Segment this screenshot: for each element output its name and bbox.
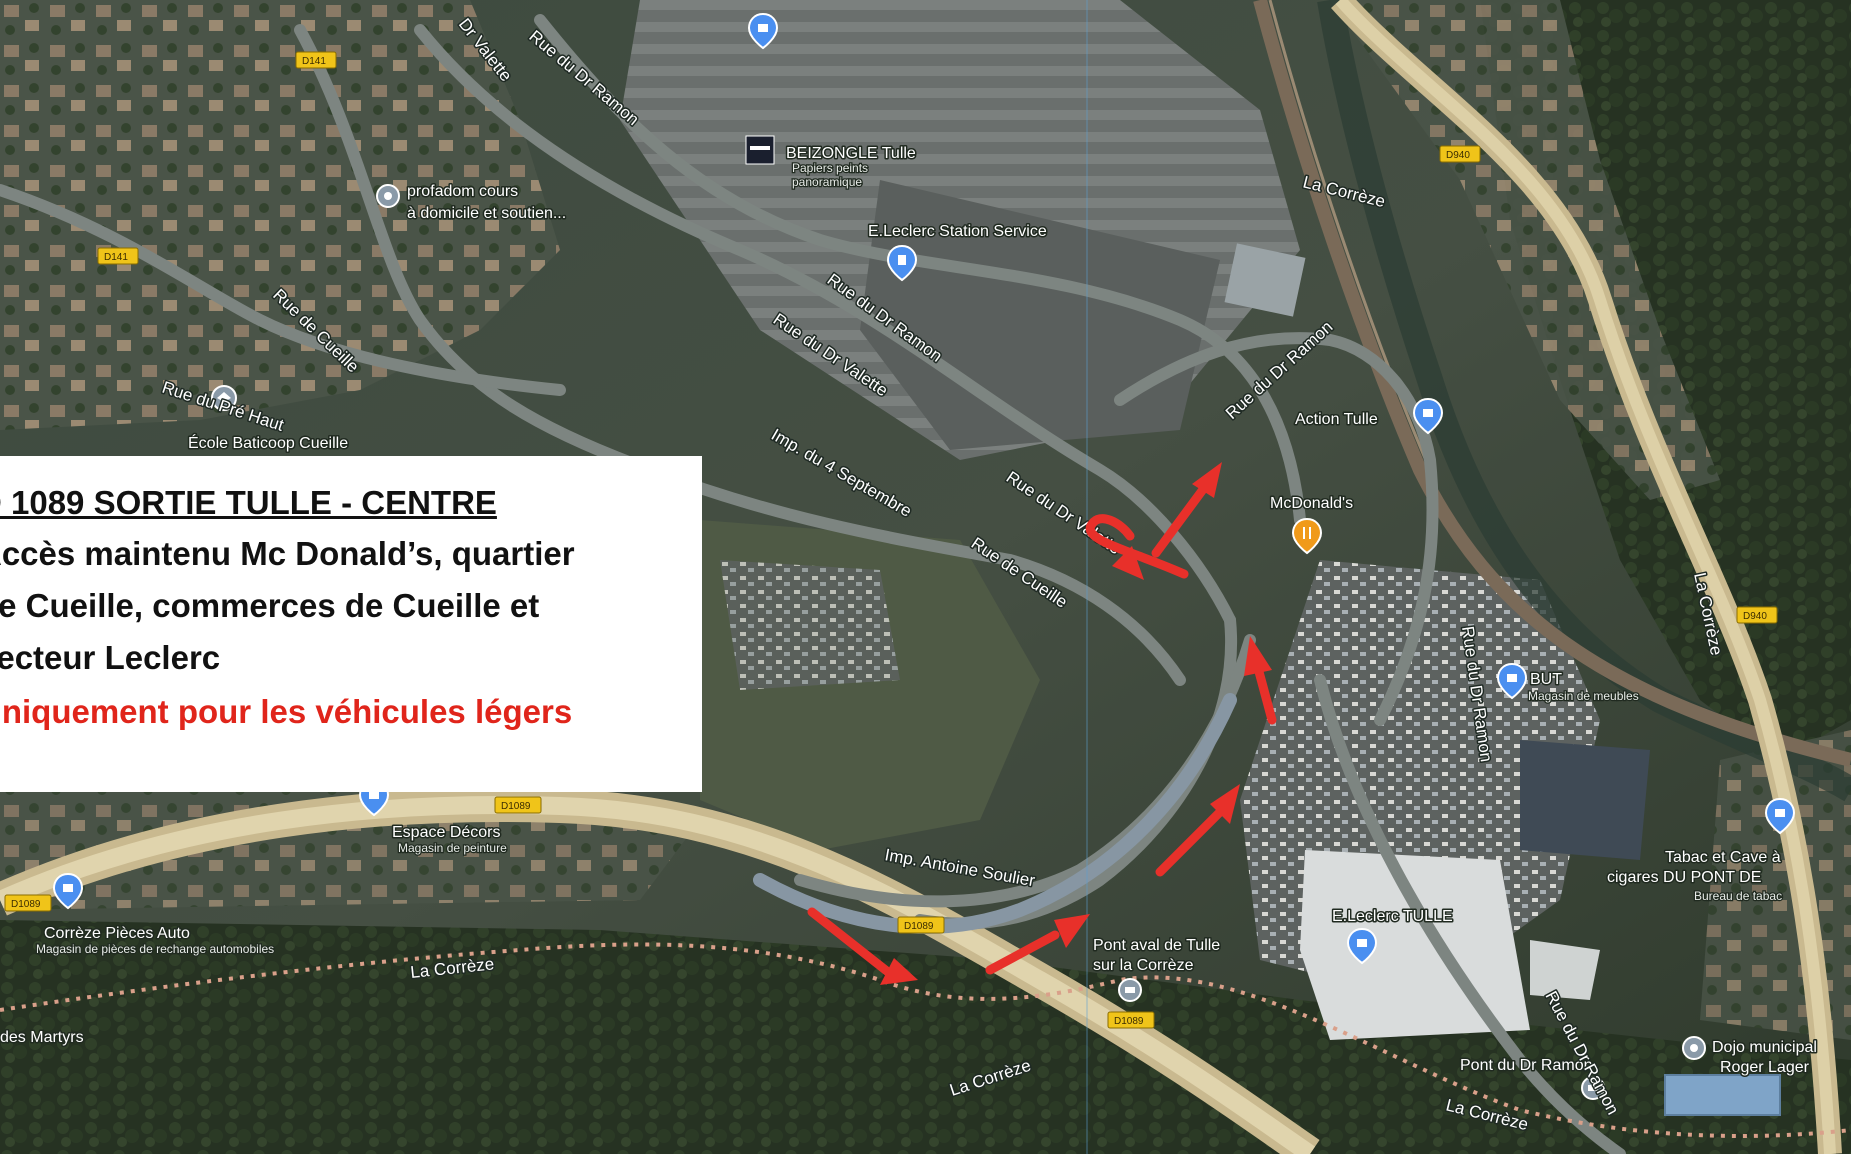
svg-text:Magasin de peinture: Magasin de peinture <box>398 841 507 855</box>
place-label: BEIZONGLE Tulle Papiers peints panoramiq… <box>0 144 1818 1078</box>
arrowhead <box>1244 636 1272 676</box>
road-badge-d940: D940 <box>1736 606 1778 624</box>
road-badge-d141: D141 <box>295 51 337 69</box>
svg-text:panoramique: panoramique <box>792 175 862 189</box>
shopping-pin-icon[interactable] <box>747 12 779 50</box>
svg-text:à domicile et soutien...: à domicile et soutien... <box>407 205 566 222</box>
svg-text:Corrèze Pièces Auto: Corrèze Pièces Auto <box>44 925 190 942</box>
info-caption: D 1089 SORTIE TULLE - CENTRE Accès maint… <box>0 456 702 792</box>
road-badge-d1089: D1089 <box>4 894 52 912</box>
svg-text:BEIZONGLE Tulle: BEIZONGLE Tulle <box>786 145 916 162</box>
svg-text:D1089: D1089 <box>904 921 934 932</box>
road-badge-d940: D940 <box>1439 145 1481 163</box>
caption-line: de Cueille, commerces de Cueille et <box>0 587 540 624</box>
svg-text:Papiers peints: Papiers peints <box>792 161 868 175</box>
route-arrow <box>807 907 893 977</box>
svg-text:Tabac et Cave à: Tabac et Cave à <box>1665 849 1781 866</box>
road-badge-d141: D141 <box>97 247 139 265</box>
svg-text:Pont du Dr Ramon: Pont du Dr Ramon <box>1460 1057 1593 1074</box>
caption-title: D 1089 SORTIE TULLE - CENTRE <box>0 484 497 521</box>
svg-text:Magasin de meubles: Magasin de meubles <box>1528 689 1639 703</box>
road-badge-d1089: D1089 <box>494 796 542 814</box>
svg-text:E.Leclerc Station Service: E.Leclerc Station Service <box>868 223 1047 240</box>
restaurant-pin-icon[interactable] <box>1291 517 1323 555</box>
svg-text:D1089: D1089 <box>11 899 41 910</box>
svg-text:Pont aval de Tulle: Pont aval de Tulle <box>1093 937 1220 954</box>
svg-text:des Martyrs: des Martyrs <box>0 1029 84 1046</box>
route-arrow <box>985 930 1060 975</box>
caption-line: secteur Leclerc <box>0 639 221 676</box>
svg-text:Bureau de tabac: Bureau de tabac <box>1694 889 1782 903</box>
svg-text:Espace Décors: Espace Décors <box>392 824 501 841</box>
place-pin-icon[interactable] <box>1682 1036 1706 1060</box>
route-arrowheads <box>880 462 1272 985</box>
route-arrows <box>807 479 1277 977</box>
svg-text:Dojo municipal: Dojo municipal <box>1712 1039 1817 1056</box>
route-arrow <box>1253 663 1277 725</box>
landmark-pin-icon[interactable] <box>1118 978 1142 1002</box>
store-logo-icon <box>745 135 775 165</box>
svg-text:D141: D141 <box>104 252 128 263</box>
svg-text:cigares DU PONT DE: cigares DU PONT DE <box>1607 869 1761 886</box>
svg-text:D1089: D1089 <box>501 801 531 812</box>
svg-text:D940: D940 <box>1446 150 1470 161</box>
shopping-pin-icon[interactable] <box>1764 797 1796 835</box>
route-arrow <box>1155 807 1225 877</box>
svg-text:D940: D940 <box>1743 611 1767 622</box>
school-pin-icon[interactable] <box>211 385 237 411</box>
arrowhead <box>880 958 918 985</box>
svg-text:Roger Lager: Roger Lager <box>1720 1059 1810 1076</box>
arrowhead <box>1192 462 1222 498</box>
caption-line: Accès maintenu Mc Donald’s, quartier <box>0 535 575 572</box>
road-badge-d1089: D1089 <box>1107 1011 1155 1029</box>
svg-text:Magasin de pièces de rechange: Magasin de pièces de rechange automobile… <box>36 942 274 956</box>
route-arrow <box>1085 514 1189 579</box>
caption-warning: Uniquement pour les véhicules légers <box>0 693 573 730</box>
svg-text:profadom cours: profadom cours <box>407 183 518 200</box>
svg-text:D1089: D1089 <box>1114 1016 1144 1027</box>
shopping-pin-icon[interactable] <box>1412 397 1444 435</box>
road-badge-d1089: D1089 <box>897 916 945 934</box>
place-pin-icon[interactable] <box>376 184 400 208</box>
shopping-pin-icon[interactable] <box>52 872 84 910</box>
fuel-pin-icon[interactable] <box>886 244 918 282</box>
shopping-pin-icon[interactable] <box>1346 927 1378 965</box>
landmark-pin-icon[interactable] <box>1581 1076 1605 1100</box>
svg-text:BUT: BUT <box>1530 671 1562 688</box>
svg-text:Action Tulle: Action Tulle <box>1295 411 1378 428</box>
svg-text:E.Leclerc TULLE: E.Leclerc TULLE <box>1332 908 1453 925</box>
svg-text:D141: D141 <box>302 56 326 67</box>
arrowhead <box>1112 546 1144 580</box>
route-arrow <box>1151 479 1212 558</box>
svg-text:McDonald's: McDonald's <box>1270 495 1353 512</box>
arrowhead <box>1210 784 1240 824</box>
svg-text:École Baticoop Cueille: École Baticoop Cueille <box>188 433 348 452</box>
svg-text:sur la Corrèze: sur la Corrèze <box>1093 957 1194 974</box>
shopping-pin-icon[interactable] <box>1496 662 1528 700</box>
arrowhead <box>1054 914 1090 948</box>
